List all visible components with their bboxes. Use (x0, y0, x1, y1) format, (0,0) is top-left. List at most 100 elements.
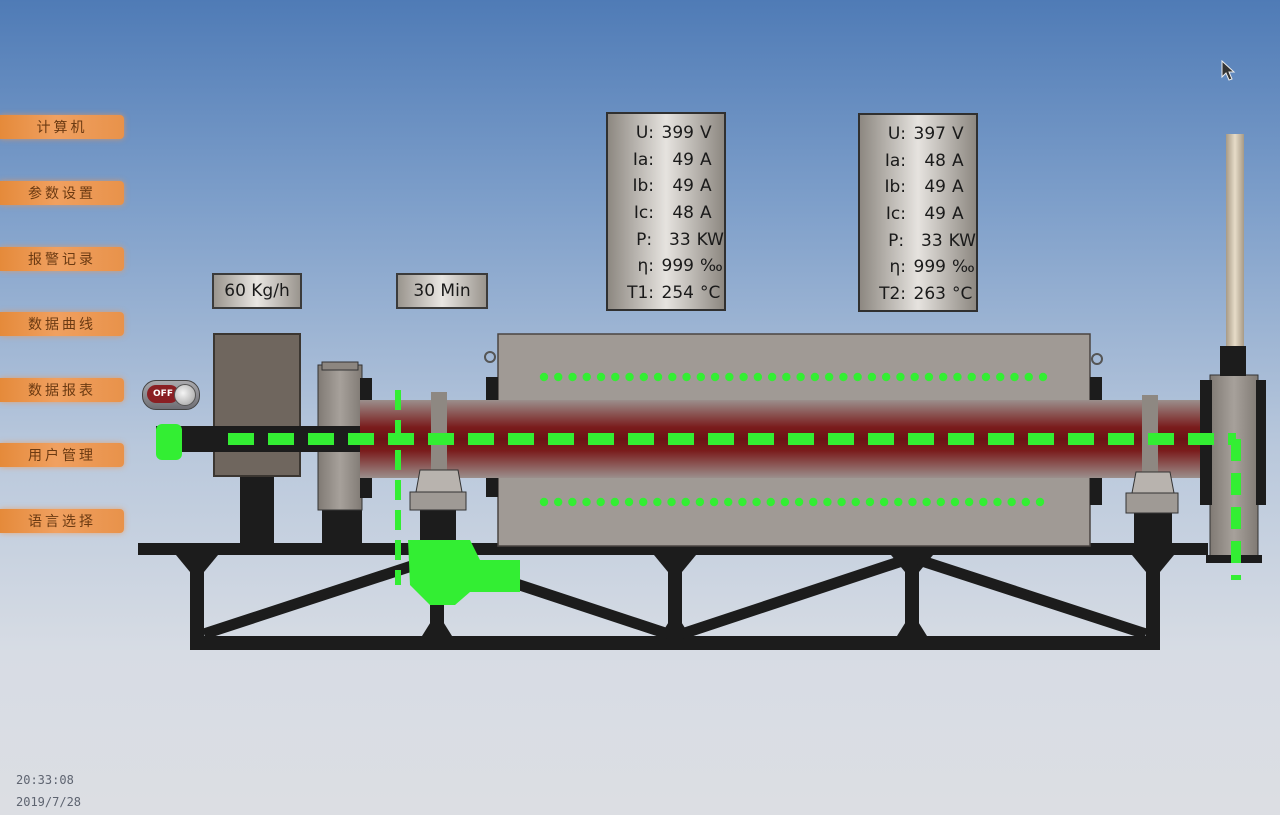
heater-indicator-dot (839, 372, 848, 382)
heater-indicator-dot (696, 372, 706, 382)
heater-indicator-dot (780, 497, 790, 507)
heater-indicator-dot (796, 372, 805, 382)
heater-indicator-dot (1021, 497, 1031, 507)
heater-indicator-dot (939, 372, 948, 382)
heater-indicator-dot (582, 497, 591, 507)
heater-indicator-dot (853, 372, 862, 382)
heater-indicator-dot (624, 497, 634, 507)
heater-indicator-dot (753, 372, 763, 382)
menu-alarm-records-button[interactable]: 报警记录 (0, 247, 124, 271)
heater-indicator-dot (953, 372, 962, 382)
heater-indicator-dot (681, 497, 690, 507)
toggle-knob (174, 384, 196, 406)
heater-indicator-dot (668, 372, 677, 382)
heater-indicator-dot (724, 497, 733, 507)
heater-indicator-dot (739, 372, 748, 382)
heater-indicator-dot (539, 372, 549, 382)
exhaust-chimney (1226, 134, 1244, 346)
heater-indicator-dot (794, 497, 804, 507)
heater-indicator-dot (1007, 497, 1016, 507)
heater-indicator-dot (625, 372, 634, 382)
heater-indicator-dot (682, 372, 691, 382)
heater-indicator-dot (881, 372, 891, 382)
heater-indicator-dot (823, 497, 832, 507)
heater-indicator-dot (639, 372, 648, 382)
heater-indicator-dot (752, 497, 761, 507)
menu-language-button[interactable]: 语言选择 (0, 509, 124, 533)
heater-indicator-dot (981, 372, 991, 382)
heater-indicator-dot (1010, 372, 1019, 382)
heater-indicator-dot (851, 497, 860, 507)
heater-indicator-dot (894, 497, 903, 507)
mouse-cursor-icon (1221, 60, 1236, 81)
heater-indicator-dot (950, 497, 960, 507)
heater-indicator-dot (865, 497, 875, 507)
menu-data-curves-button[interactable]: 数据曲线 (0, 312, 124, 336)
heater-indicator-dot (738, 497, 747, 507)
heater-indicator-dot (967, 372, 976, 382)
feed-rate-display[interactable]: 60 Kg/h (212, 273, 302, 309)
heater-indicator-dot (568, 372, 577, 382)
heater-indicator-dot (653, 497, 662, 507)
heater-indicator-dot (924, 372, 934, 382)
heater-indicator-dot (725, 372, 734, 382)
dwell-time-display[interactable]: 30 Min (396, 273, 488, 309)
rotary-tube (360, 400, 1220, 478)
heater-indicator-dot (695, 497, 705, 507)
heater-indicator-dot (596, 497, 605, 507)
menu-user-management-button[interactable]: 用户管理 (0, 443, 124, 467)
heater-indicator-dot (810, 372, 820, 382)
heater-indicator-dot (611, 372, 620, 382)
heater-indicator-dot (1038, 372, 1048, 382)
heater-indicator-dot (993, 497, 1002, 507)
heater-indicator-dot (964, 497, 974, 507)
heater-indicator-dot (766, 497, 775, 507)
heater-indicator-dot (908, 497, 917, 507)
support-frame (138, 543, 1208, 650)
heater-indicator-dot (709, 497, 719, 507)
heater-indicator-dot (867, 372, 877, 382)
panel1-row: T1:254°C (627, 282, 721, 303)
heater-indicator-dot (554, 372, 563, 382)
heater-indicator-dot (568, 497, 577, 507)
heater-indicator-dot (979, 497, 988, 507)
heater-indicator-dot (582, 372, 591, 382)
heater-indicator-dot (610, 497, 620, 507)
feed-hopper (213, 333, 301, 477)
toggle-off-label: OFF (147, 385, 179, 403)
heater-indicator-dot (539, 497, 549, 507)
heater-indicator-dot (1035, 497, 1045, 507)
power-toggle[interactable]: OFF (142, 380, 200, 410)
kiln-body (497, 333, 1091, 547)
heater-dots-top (539, 372, 1048, 382)
heater-indicator-dot (879, 497, 889, 507)
heater-dots-bottom (539, 497, 1045, 507)
drive-motor (156, 424, 520, 605)
side-menu: 计算机 参数设置 报警记录 数据曲线 数据报表 用户管理 语言选择 (0, 0, 130, 600)
panel2-row: η:999‰ (889, 257, 975, 278)
heater-indicator-dot (553, 497, 563, 507)
heater-indicator-dot (767, 372, 777, 382)
discharge-column (1209, 374, 1259, 561)
heater-indicator-dot (639, 497, 648, 507)
panel2-row: T2:263°C (879, 283, 973, 304)
heater-indicator-dot (653, 372, 663, 382)
menu-parameter-settings-button[interactable]: 参数设置 (0, 181, 124, 205)
menu-data-reports-button[interactable]: 数据报表 (0, 378, 124, 402)
heater-indicator-dot (710, 372, 720, 382)
heater-indicator-dot (824, 372, 834, 382)
heater-indicator-dot (1024, 372, 1033, 382)
menu-computer-button[interactable]: 计算机 (0, 115, 124, 139)
heater-indicator-dot (996, 372, 1005, 382)
